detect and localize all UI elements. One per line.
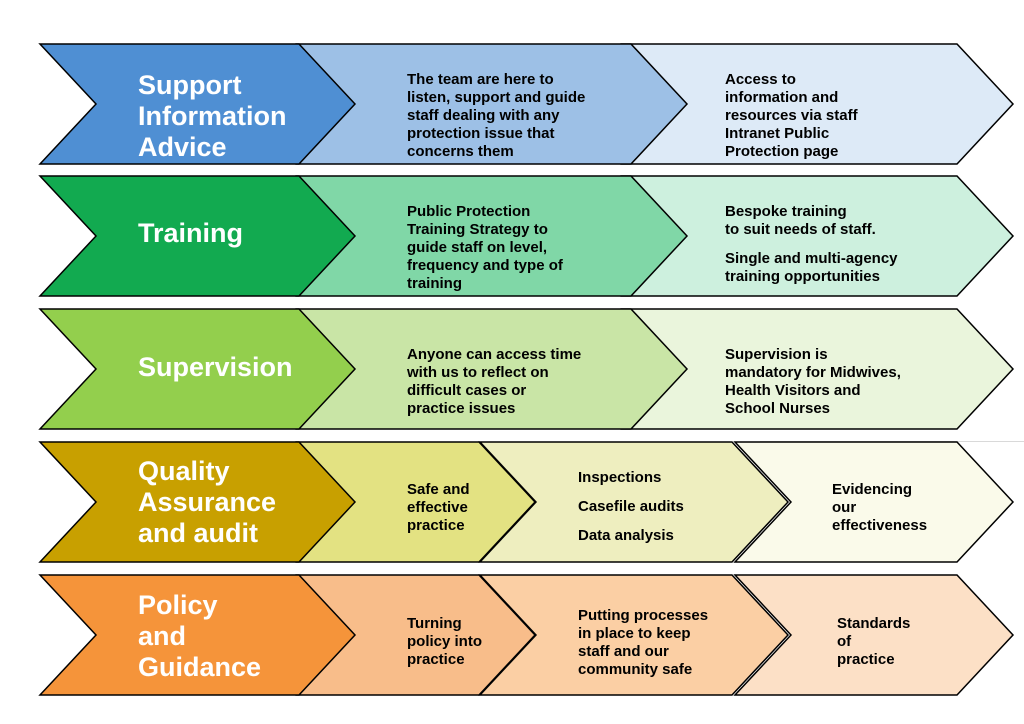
policy-step-text-2-line: Putting processes (578, 607, 709, 624)
supervision-heading: Supervision (138, 352, 293, 383)
quality-step-chevron-3 (733, 441, 1015, 563)
quality-step-text-2-paragraph: Inspections (578, 469, 684, 487)
support-heading-line: Support (138, 70, 242, 100)
support-step-text-2-line: resources via staff (725, 107, 858, 124)
supervision-step-text-1-line: practice issues (407, 400, 516, 417)
training-heading-chevron-shape (38, 175, 357, 297)
quality-heading-line: and audit (138, 518, 258, 548)
supervision-heading-chevron-shape (38, 308, 357, 430)
quality-heading-line: Assurance (138, 487, 277, 517)
quality-step-text-3-line: effectiveness (832, 517, 928, 534)
policy-step-chevron-3 (733, 574, 1015, 696)
supervision-step-text-2-line: Health Visitors and (725, 382, 861, 399)
supervision-step-text-2-line: Supervision is (725, 346, 828, 363)
training-heading-chevron (38, 175, 357, 297)
quality-heading-chevron-shape (38, 441, 357, 563)
training-step-text-1-line: Public Protection (407, 203, 531, 220)
training-heading: Training (138, 218, 243, 249)
supervision-step-text-2-line: School Nurses (725, 400, 831, 417)
quality-step-text-3-line: our (832, 499, 857, 516)
support-step-text-1-line: The team are here to (407, 71, 554, 88)
quality-step-chevron-3-shape (733, 441, 1015, 563)
training-step-text-2-line: Single and multi-agency (725, 250, 898, 267)
supervision-heading-line: Supervision (138, 352, 293, 382)
policy-step-text-1-line: Turning (407, 615, 462, 632)
policy-step-text-2-line: community safe (578, 661, 693, 678)
policy-heading-chevron-shape (38, 574, 357, 696)
policy-step-text-3-line: practice (837, 651, 895, 668)
support-step-text-1-line: concerns them (407, 143, 514, 160)
supervision-step-text-1-line: Anyone can access time (407, 346, 582, 363)
training-step-text-1-line: Training Strategy to (407, 221, 548, 238)
training-step-text-2-line: Bespoke training (725, 203, 847, 220)
quality-step-text-3-line: Evidencing (832, 481, 913, 498)
policy-step-text-2-line: in place to keep (578, 625, 691, 642)
policy-heading-line: Guidance (138, 652, 262, 682)
training-step-text-1-line: guide staff on level, (407, 239, 548, 256)
support-step-text-1-line: staff dealing with any (407, 107, 560, 124)
policy-heading-line: Policy (138, 590, 218, 620)
policy-step-text-1-line: practice (407, 651, 465, 668)
support-heading-line: Advice (138, 132, 227, 162)
supervision-step-text-1-line: difficult cases or (407, 382, 527, 399)
policy-step-text-1-line: policy into (407, 633, 482, 650)
policy-step-chevron-3-shape (733, 574, 1015, 696)
training-step-text-2-line: training opportunities (725, 268, 880, 285)
policy-step-text-3-line: Standards (837, 615, 911, 632)
support-step-text-2-line: information and (725, 89, 839, 106)
support-heading-chevron-shape (38, 43, 357, 165)
quality-step-text-2-line: Data analysis (578, 527, 674, 544)
support-step-text-2-line: Access to (725, 71, 796, 88)
supervision-heading-chevron (38, 308, 357, 430)
training-heading-line: Training (138, 218, 244, 248)
quality-heading-line: Quality (138, 456, 230, 486)
support-step-text-2-line: Intranet Public (725, 125, 830, 142)
quality-heading-chevron (38, 441, 357, 563)
policy-step-text-3-line: of (837, 633, 852, 650)
supervision-step-text-2-line: mandatory for Midwives, (725, 364, 901, 381)
support-step-text-1-line: protection issue that (407, 125, 555, 142)
policy-step-text-2-line: staff and our (578, 643, 669, 660)
quality-step-text-2-paragraph: Casefile audits (578, 498, 684, 516)
quality-step-text-2-line: Inspections (578, 469, 662, 486)
support-heading-line: Information (138, 101, 287, 131)
supervision-step-text-1-line: with us to reflect on (407, 364, 549, 381)
training-step-text-1-line: training (407, 275, 462, 292)
support-heading-chevron (38, 43, 357, 165)
quality-step-text-1-line: practice (407, 517, 465, 534)
policy-heading-line: and (138, 621, 187, 651)
support-step-text-1-line: listen, support and guide (407, 89, 586, 106)
quality-step-text-2-paragraph: Data analysis (578, 527, 684, 545)
quality-step-text-1-line: Safe and (407, 481, 470, 498)
quality-step-text-2-line: Casefile audits (578, 498, 684, 515)
quality-step-text-1-line: effective (407, 499, 468, 516)
training-step-text-2-line: to suit needs of staff. (725, 221, 876, 238)
training-step-text-1-line: frequency and type of (407, 257, 563, 274)
policy-heading-chevron (38, 574, 357, 696)
support-step-text-2-line: Protection page (725, 143, 839, 160)
